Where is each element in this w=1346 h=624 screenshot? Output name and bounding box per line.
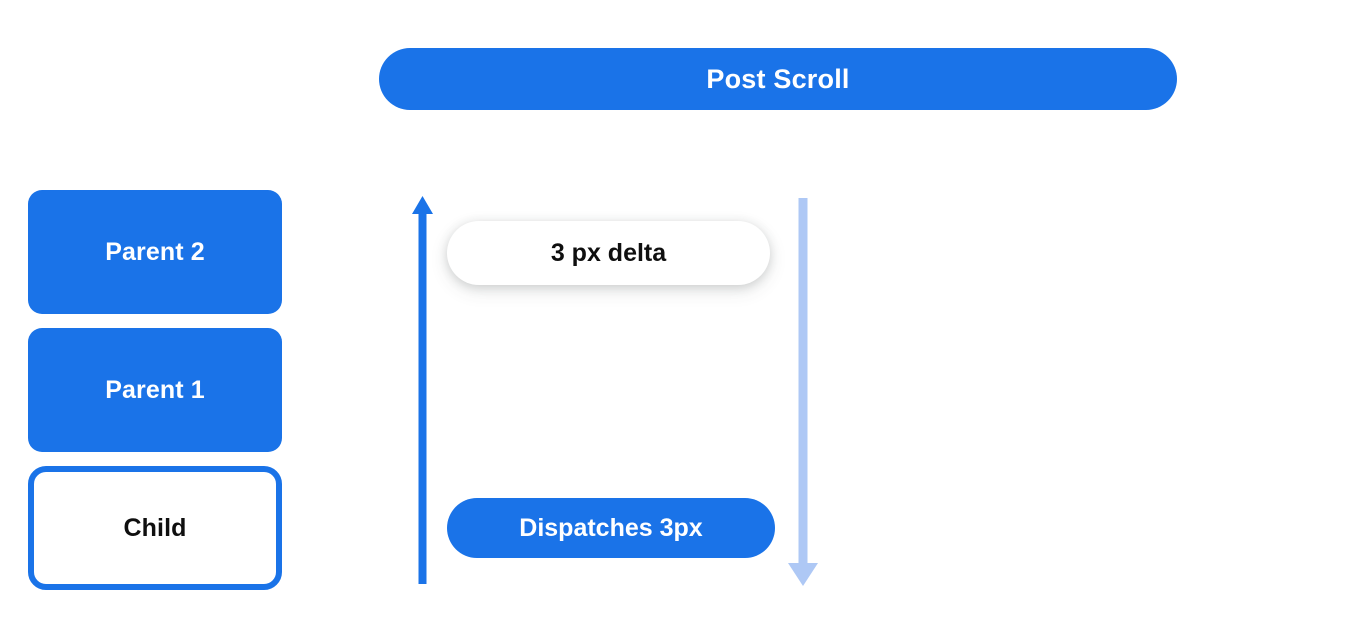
arrow-up-icon: [412, 196, 433, 584]
node-box-parent-1: Parent 1: [28, 328, 282, 452]
post-scroll-banner: Post Scroll: [379, 48, 1177, 110]
delta-pill-label: 3 px delta: [550, 238, 667, 267]
node-box-parent-2: Parent 2: [28, 190, 282, 314]
arrow-down-icon: [788, 198, 818, 586]
node-box-child-label: Child: [123, 513, 187, 542]
node-box-parent-1-label: Parent 1: [105, 375, 205, 404]
dispatch-pill: Dispatches 3px: [447, 498, 775, 558]
node-stack: Parent 2 Parent 1 Child: [28, 190, 282, 590]
node-box-child: Child: [28, 466, 282, 590]
post-scroll-banner-label: Post Scroll: [706, 63, 850, 94]
dispatch-pill-label: Dispatches 3px: [519, 513, 703, 542]
delta-pill: 3 px delta: [447, 221, 770, 285]
node-box-parent-2-label: Parent 2: [105, 237, 205, 266]
